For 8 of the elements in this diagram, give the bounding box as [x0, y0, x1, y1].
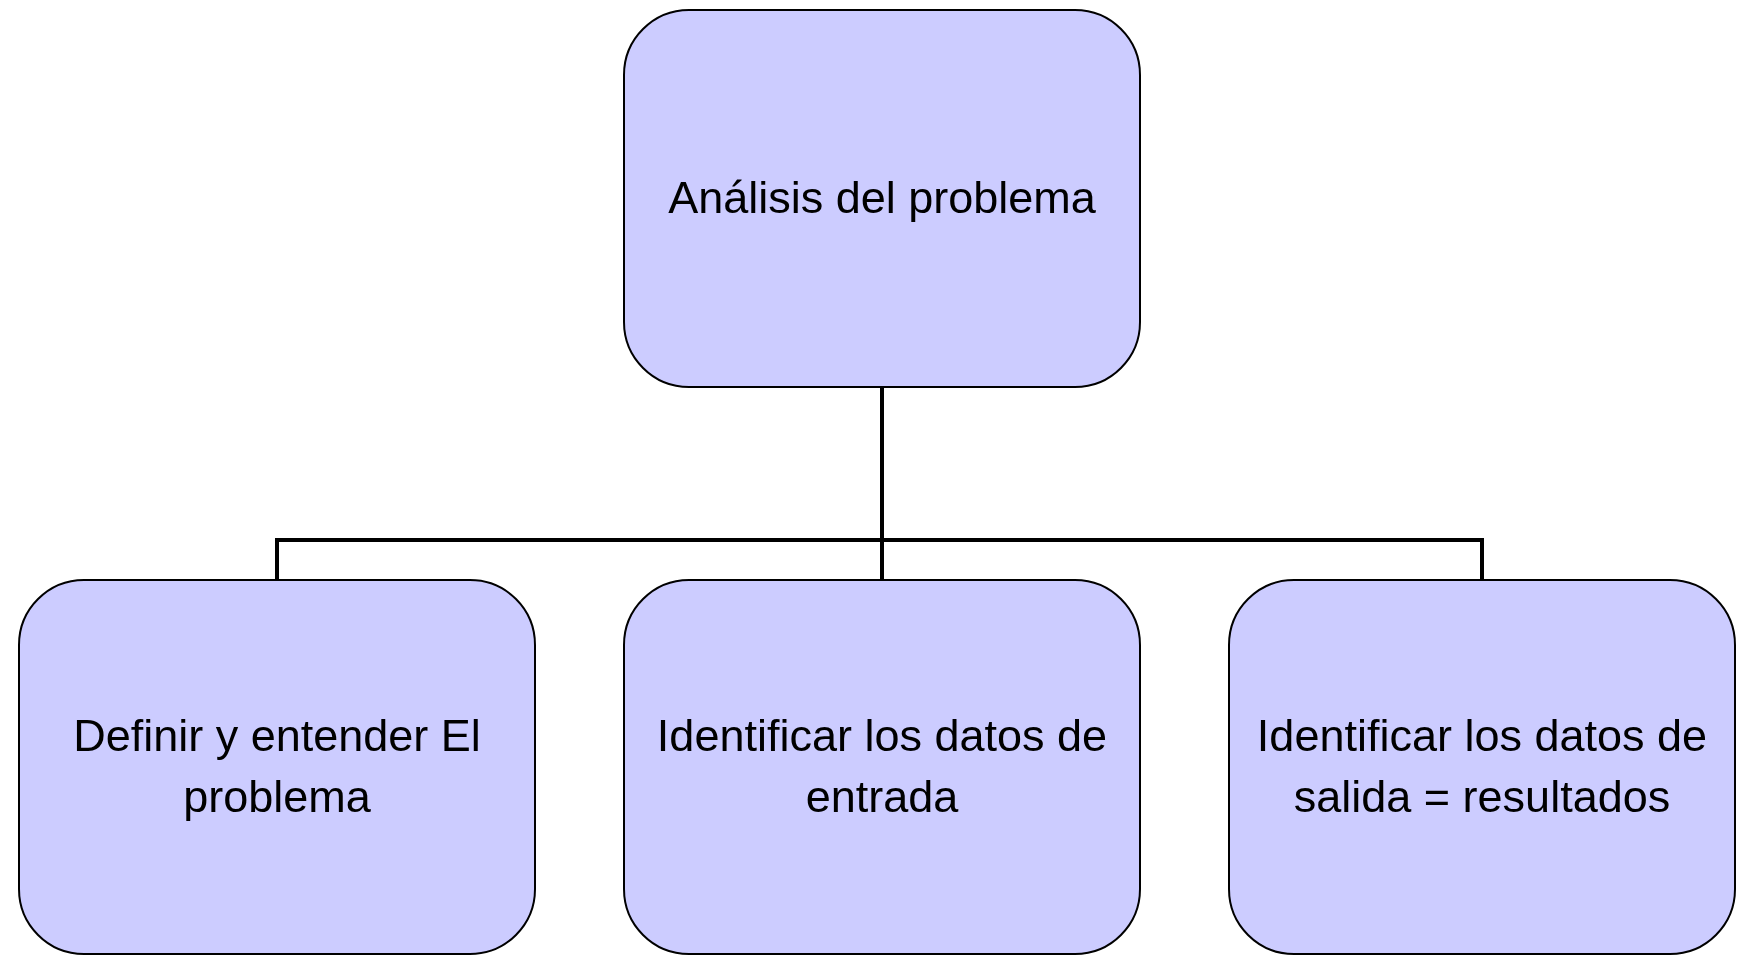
process-box [623, 9, 1141, 388]
box-label: Análisis del problema [668, 171, 1096, 226]
box-label: Identificar los datos de entrada [655, 709, 1109, 824]
process-box [1228, 579, 1736, 955]
process-box [623, 579, 1141, 955]
box-label: Identificar los datos de salida = resultados [1255, 709, 1709, 824]
box-label: Definir y entender El problema [72, 709, 482, 824]
process-box [18, 579, 536, 955]
